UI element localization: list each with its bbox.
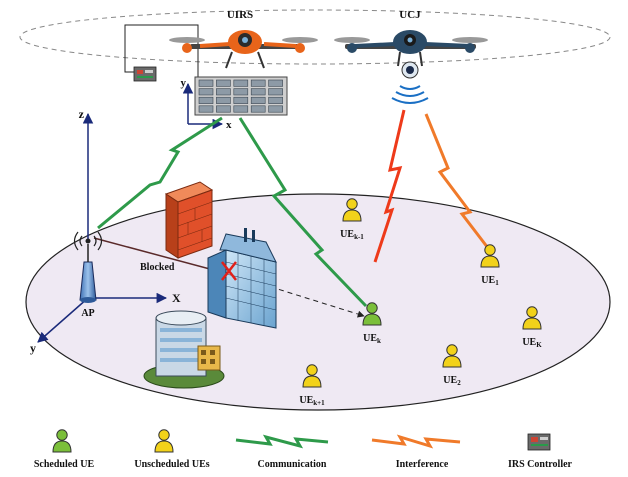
ue-label: UEk+1 <box>299 395 325 407</box>
controller-wire <box>124 24 199 78</box>
irs-element <box>250 96 266 104</box>
legend-communication-label: Communication <box>258 459 327 470</box>
air-y-label: y <box>181 77 187 89</box>
air-x-label: x <box>226 119 232 131</box>
irs-element <box>268 79 283 87</box>
legend-irs-controller-icon <box>527 433 551 451</box>
irs-panel <box>194 76 288 116</box>
ground-x-label: X <box>172 291 181 305</box>
irs-element <box>198 88 214 96</box>
communication-link-ap-irs <box>97 116 223 230</box>
ue-label: UEk <box>363 333 381 345</box>
irs-element <box>268 105 283 113</box>
irs-element <box>216 96 231 104</box>
ue-label: UE2 <box>443 375 461 387</box>
irs-element <box>233 105 249 113</box>
irs-element <box>250 105 266 113</box>
round-building-icon <box>143 310 225 389</box>
office-building-icon <box>207 228 277 329</box>
brick-wall-icon <box>164 181 214 259</box>
irs-element <box>216 88 231 96</box>
legend-scheduled-label: Scheduled UE <box>34 459 95 470</box>
ap-label: AP <box>81 308 94 319</box>
uirs-drone-icon <box>169 30 318 69</box>
access-point-icon <box>73 231 103 303</box>
legend-interference-label: Interference <box>396 459 449 470</box>
irs-element <box>198 105 214 113</box>
irs-element <box>216 79 231 87</box>
ucj-drone-icon <box>334 30 488 79</box>
legend-unscheduled-label: Unscheduled UEs <box>134 459 209 470</box>
blocked-x-icon <box>221 261 237 281</box>
irs-element <box>250 79 266 87</box>
ground-z-label: z <box>79 107 85 121</box>
irs-element <box>233 96 249 104</box>
legend-interference-icon <box>371 434 461 449</box>
jamming-waves <box>391 85 429 104</box>
legend-communication-icon <box>235 434 329 449</box>
legend-scheduled-ue-icon <box>52 429 72 453</box>
interference-link-1 <box>424 113 490 249</box>
irs-element <box>233 79 249 87</box>
ue-label: UEk-1 <box>340 229 364 241</box>
legend-irs-controller-label: IRS Controller <box>508 459 573 470</box>
irs-elements <box>198 79 283 113</box>
irs-element <box>233 88 249 96</box>
unscheduled-ue-icon <box>342 198 362 222</box>
irs-element <box>198 79 214 87</box>
ue-label: UEK <box>522 337 542 349</box>
ground-y-axis <box>37 297 89 343</box>
irs-element <box>268 88 283 96</box>
unscheduled-ue-icon <box>302 364 322 388</box>
ucj-label: UCJ <box>399 9 421 21</box>
unscheduled-ue-icon <box>522 306 542 330</box>
irs-controller-icon <box>133 66 157 82</box>
unscheduled-ue-icon <box>480 244 500 268</box>
uirs-label: UIRS <box>227 9 253 21</box>
ground-y-label: y <box>30 341 36 355</box>
unscheduled-ue-icon <box>442 344 462 368</box>
ue-label: UE1 <box>481 275 499 287</box>
scheduled-ue-icon <box>362 302 382 326</box>
communication-link-irs-ue <box>238 117 368 308</box>
legend: Scheduled UE Unscheduled UEs Communicati… <box>34 429 573 470</box>
blocked-label: Blocked <box>140 262 175 273</box>
irs-element <box>216 105 231 113</box>
drone-orbit <box>19 9 611 65</box>
irs-element <box>250 88 266 96</box>
legend-unscheduled-ue-icon <box>154 429 174 453</box>
interference-link-k <box>373 109 406 263</box>
irs-element <box>268 96 283 104</box>
irs-element <box>198 96 214 104</box>
